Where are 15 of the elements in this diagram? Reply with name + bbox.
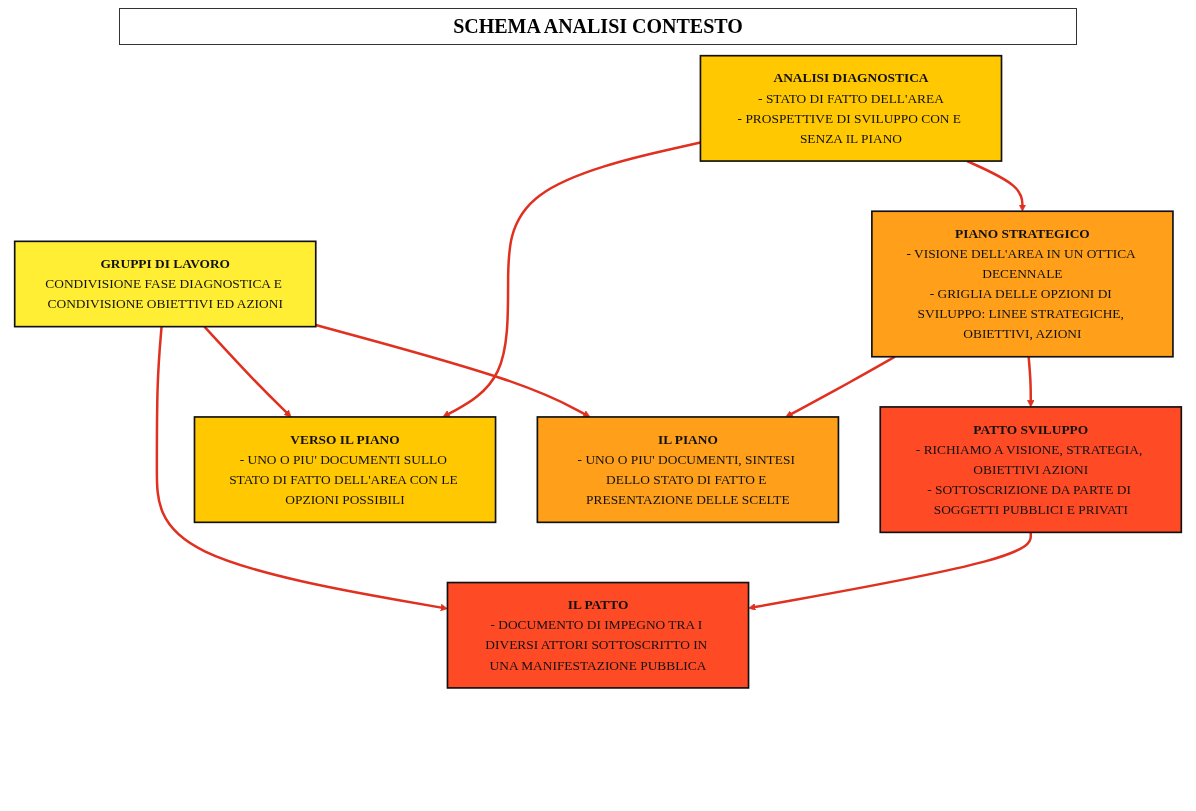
diagram-title: SCHEMA ANALISI CONTESTO — [118, 8, 1078, 45]
node-box: VERSO IL PIANO - UNO O PIU' DOCUMENTI SULLO STATO DI FATTO DELL'AREA CON LE OPZIONI POSSIBILI — [193, 416, 497, 524]
arrow — [315, 323, 591, 418]
arrow — [442, 141, 701, 418]
arrow — [155, 326, 448, 612]
arrow — [203, 325, 292, 418]
node-box: ANALISI DIAGNOSTICA - STATO DI FATTO DELL'AREA - PROSPETTIVE DI SVILUPPO CON E SENZA IL PIANO — [699, 54, 1003, 162]
node-box: IL PIANO - UNO O PIU' DOCUMENTI, SINTESI DELLO STATO DI FATTO E PRESENTAZIONE DELLE SCELTE — [536, 416, 840, 524]
arrow — [1027, 356, 1035, 408]
node-box: GRUPPI DI LAVORO CONDIVISIONE FASE DIAGNOSTICA E CONDIVISIONE OBIETTIVI ED AZIONI — [13, 240, 317, 328]
node-box: PIANO STRATEGICO - VISIONE DELL'AREA IN UN OTTICA DECENNALE - GRIGLIA DELLE OPZIONI DI SVILUPPO: LINEE STRATEGICHE, OBIETTIVI, AZIONI — [871, 210, 1174, 358]
node-box: IL PATTO - DOCUMENTO DI IMPEGNO TRA I DIVERSI ATTORI SOTTOSCRITTO IN UNA MANIFESTAZIONE PUBBLICA — [446, 581, 750, 689]
arrow — [748, 532, 1033, 611]
arrow — [785, 355, 896, 418]
node-box: PATTO SVILUPPO - RICHIAMO A VISIONE, STRATEGIA, OBIETTIVI AZIONI - SOTTOSCRIZIONE DA PARTE DI SOGGETTI PUBBLICI E PRIVATI — [879, 406, 1183, 534]
